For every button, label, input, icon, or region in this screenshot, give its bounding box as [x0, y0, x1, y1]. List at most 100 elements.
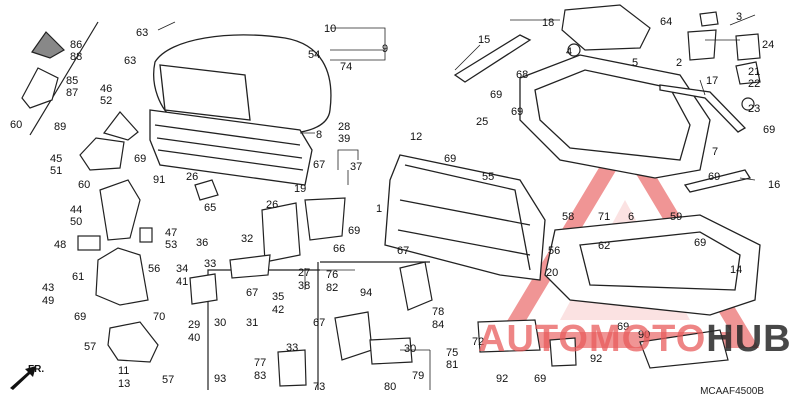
front-arrow-icon: [10, 366, 36, 390]
callout-label: 89: [54, 121, 67, 133]
callout-label: 47: [165, 227, 178, 239]
callout-label: 7: [712, 146, 719, 158]
callout-label: 55: [482, 171, 495, 183]
callout-label: 77: [254, 357, 267, 369]
callout-label: 43: [42, 282, 55, 294]
right-small-parts: [561, 4, 761, 111]
leader-lines: [157, 14, 756, 390]
callout-label: 32: [241, 233, 254, 245]
callout-label: 23: [748, 103, 761, 115]
callout-label: 69: [74, 311, 87, 323]
callout-label: 10: [324, 23, 337, 35]
callout-label: 18: [542, 17, 555, 29]
callout-label: 69: [534, 373, 547, 385]
callout-label: 67: [313, 317, 326, 329]
watermark-part1: AUTOMOTO: [478, 318, 707, 360]
callout-label: 67: [246, 287, 259, 299]
callout-label: 71: [598, 211, 611, 223]
callout-label: 21: [748, 66, 761, 78]
callout-label: 41: [176, 276, 189, 288]
left-small-parts: [21, 31, 159, 363]
callout-label: 93: [214, 373, 227, 385]
callout-label: 50: [70, 216, 83, 228]
callout-label: 70: [153, 311, 166, 323]
callout-label: 15: [478, 34, 491, 46]
callout-label: 92: [590, 353, 603, 365]
callout-label: 87: [66, 87, 79, 99]
callout-label: 38: [298, 280, 311, 292]
callout-label: 44: [70, 204, 83, 216]
callout-label: 69: [444, 153, 457, 165]
callout-label: 56: [148, 263, 161, 275]
callout-label: 63: [136, 27, 149, 39]
callout-label: 25: [476, 116, 489, 128]
callout-label: 33: [286, 342, 299, 354]
callout-label: 60: [78, 179, 91, 191]
trunk-lid: [149, 34, 332, 186]
callout-label: 63: [124, 55, 137, 67]
callout-label: 81: [446, 359, 459, 371]
callout-label: 29: [188, 319, 201, 331]
callout-label: 60: [10, 119, 23, 131]
callout-label: 14: [730, 264, 743, 276]
callout-label: 75: [446, 347, 459, 359]
callout-label: 68: [516, 69, 529, 81]
lid-rails: [453, 34, 752, 193]
callout-label: 69: [694, 237, 707, 249]
callout-label: 92: [496, 373, 509, 385]
callout-label: 91: [153, 174, 166, 186]
callout-label: 11: [118, 365, 130, 377]
callout-label: 24: [762, 39, 775, 51]
callout-label: 17: [706, 75, 719, 87]
callout-label: 56: [548, 245, 561, 257]
callout-label: 39: [338, 133, 351, 145]
callout-label: 59: [670, 211, 683, 223]
callout-label: 67: [313, 159, 326, 171]
callout-label: 4: [566, 46, 573, 58]
callout-label: 54: [308, 49, 321, 61]
callout-label: 40: [188, 332, 201, 344]
callout-label: 5: [632, 57, 639, 69]
callout-label: 66: [333, 243, 346, 255]
front-direction-label: FR.: [28, 364, 45, 375]
callout-label: 31: [246, 317, 259, 329]
trunk-body: [384, 154, 546, 281]
inner-tray: [519, 54, 711, 179]
callout-label: 2: [676, 57, 683, 69]
callout-label: 61: [72, 271, 85, 283]
callout-label: 12: [410, 131, 423, 143]
callout-label: 58: [562, 211, 575, 223]
callout-label: 64: [660, 16, 673, 28]
callout-label: 48: [54, 239, 67, 251]
callout-label: 67: [397, 245, 410, 257]
callout-label: 19: [294, 183, 307, 195]
section-divider-left: [29, 21, 99, 136]
callout-label: 76: [326, 269, 339, 281]
callout-label: 80: [384, 381, 397, 393]
callout-label: 88: [70, 51, 83, 63]
callout-label: 9: [382, 43, 389, 55]
callout-label: 83: [254, 370, 267, 382]
callout-label: 69: [511, 106, 524, 118]
callout-label: 22: [748, 78, 761, 90]
callout-label: 20: [546, 267, 559, 279]
callout-label: 30: [404, 343, 417, 355]
callout-label: 53: [165, 239, 178, 251]
callout-label: 85: [66, 75, 79, 87]
callout-label: 90: [638, 329, 651, 341]
callout-label: 69: [490, 89, 503, 101]
floor-panel: [544, 214, 761, 316]
callout-label: 42: [272, 304, 285, 316]
callout-label: 69: [763, 124, 776, 136]
callout-label: 62: [598, 240, 611, 252]
callout-label: 78: [432, 306, 445, 318]
watermark-text: AUTOMOTOHUB: [478, 320, 792, 358]
middle-brackets: [189, 179, 433, 387]
callout-label: 69: [708, 171, 721, 183]
callout-label: 13: [118, 378, 131, 390]
callout-label: 27: [298, 267, 311, 279]
callout-label: 74: [340, 61, 353, 73]
callout-label: 46: [100, 83, 113, 95]
